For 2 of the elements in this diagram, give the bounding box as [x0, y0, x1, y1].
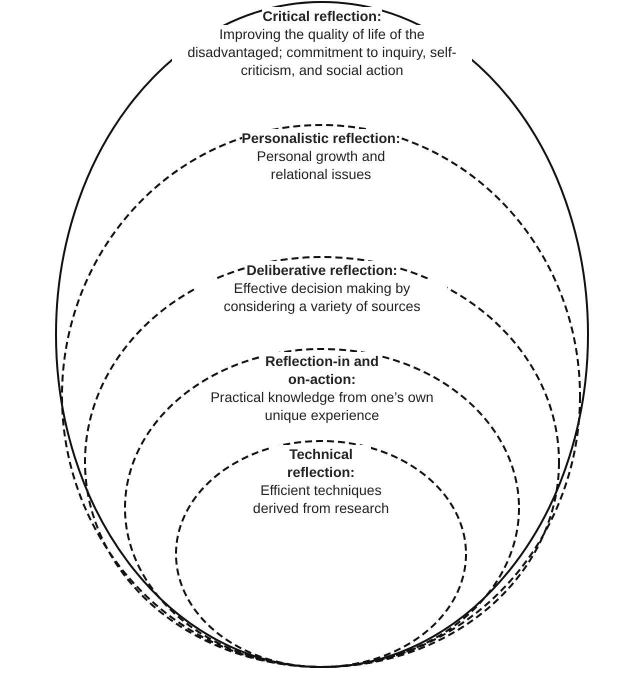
level-description: Improving the quality of life of the disadvantaged; commitment to inquiry, self-criticism, and social action	[172, 25, 472, 79]
level-description: Effective decision making by considering a variety of sources	[197, 279, 447, 315]
